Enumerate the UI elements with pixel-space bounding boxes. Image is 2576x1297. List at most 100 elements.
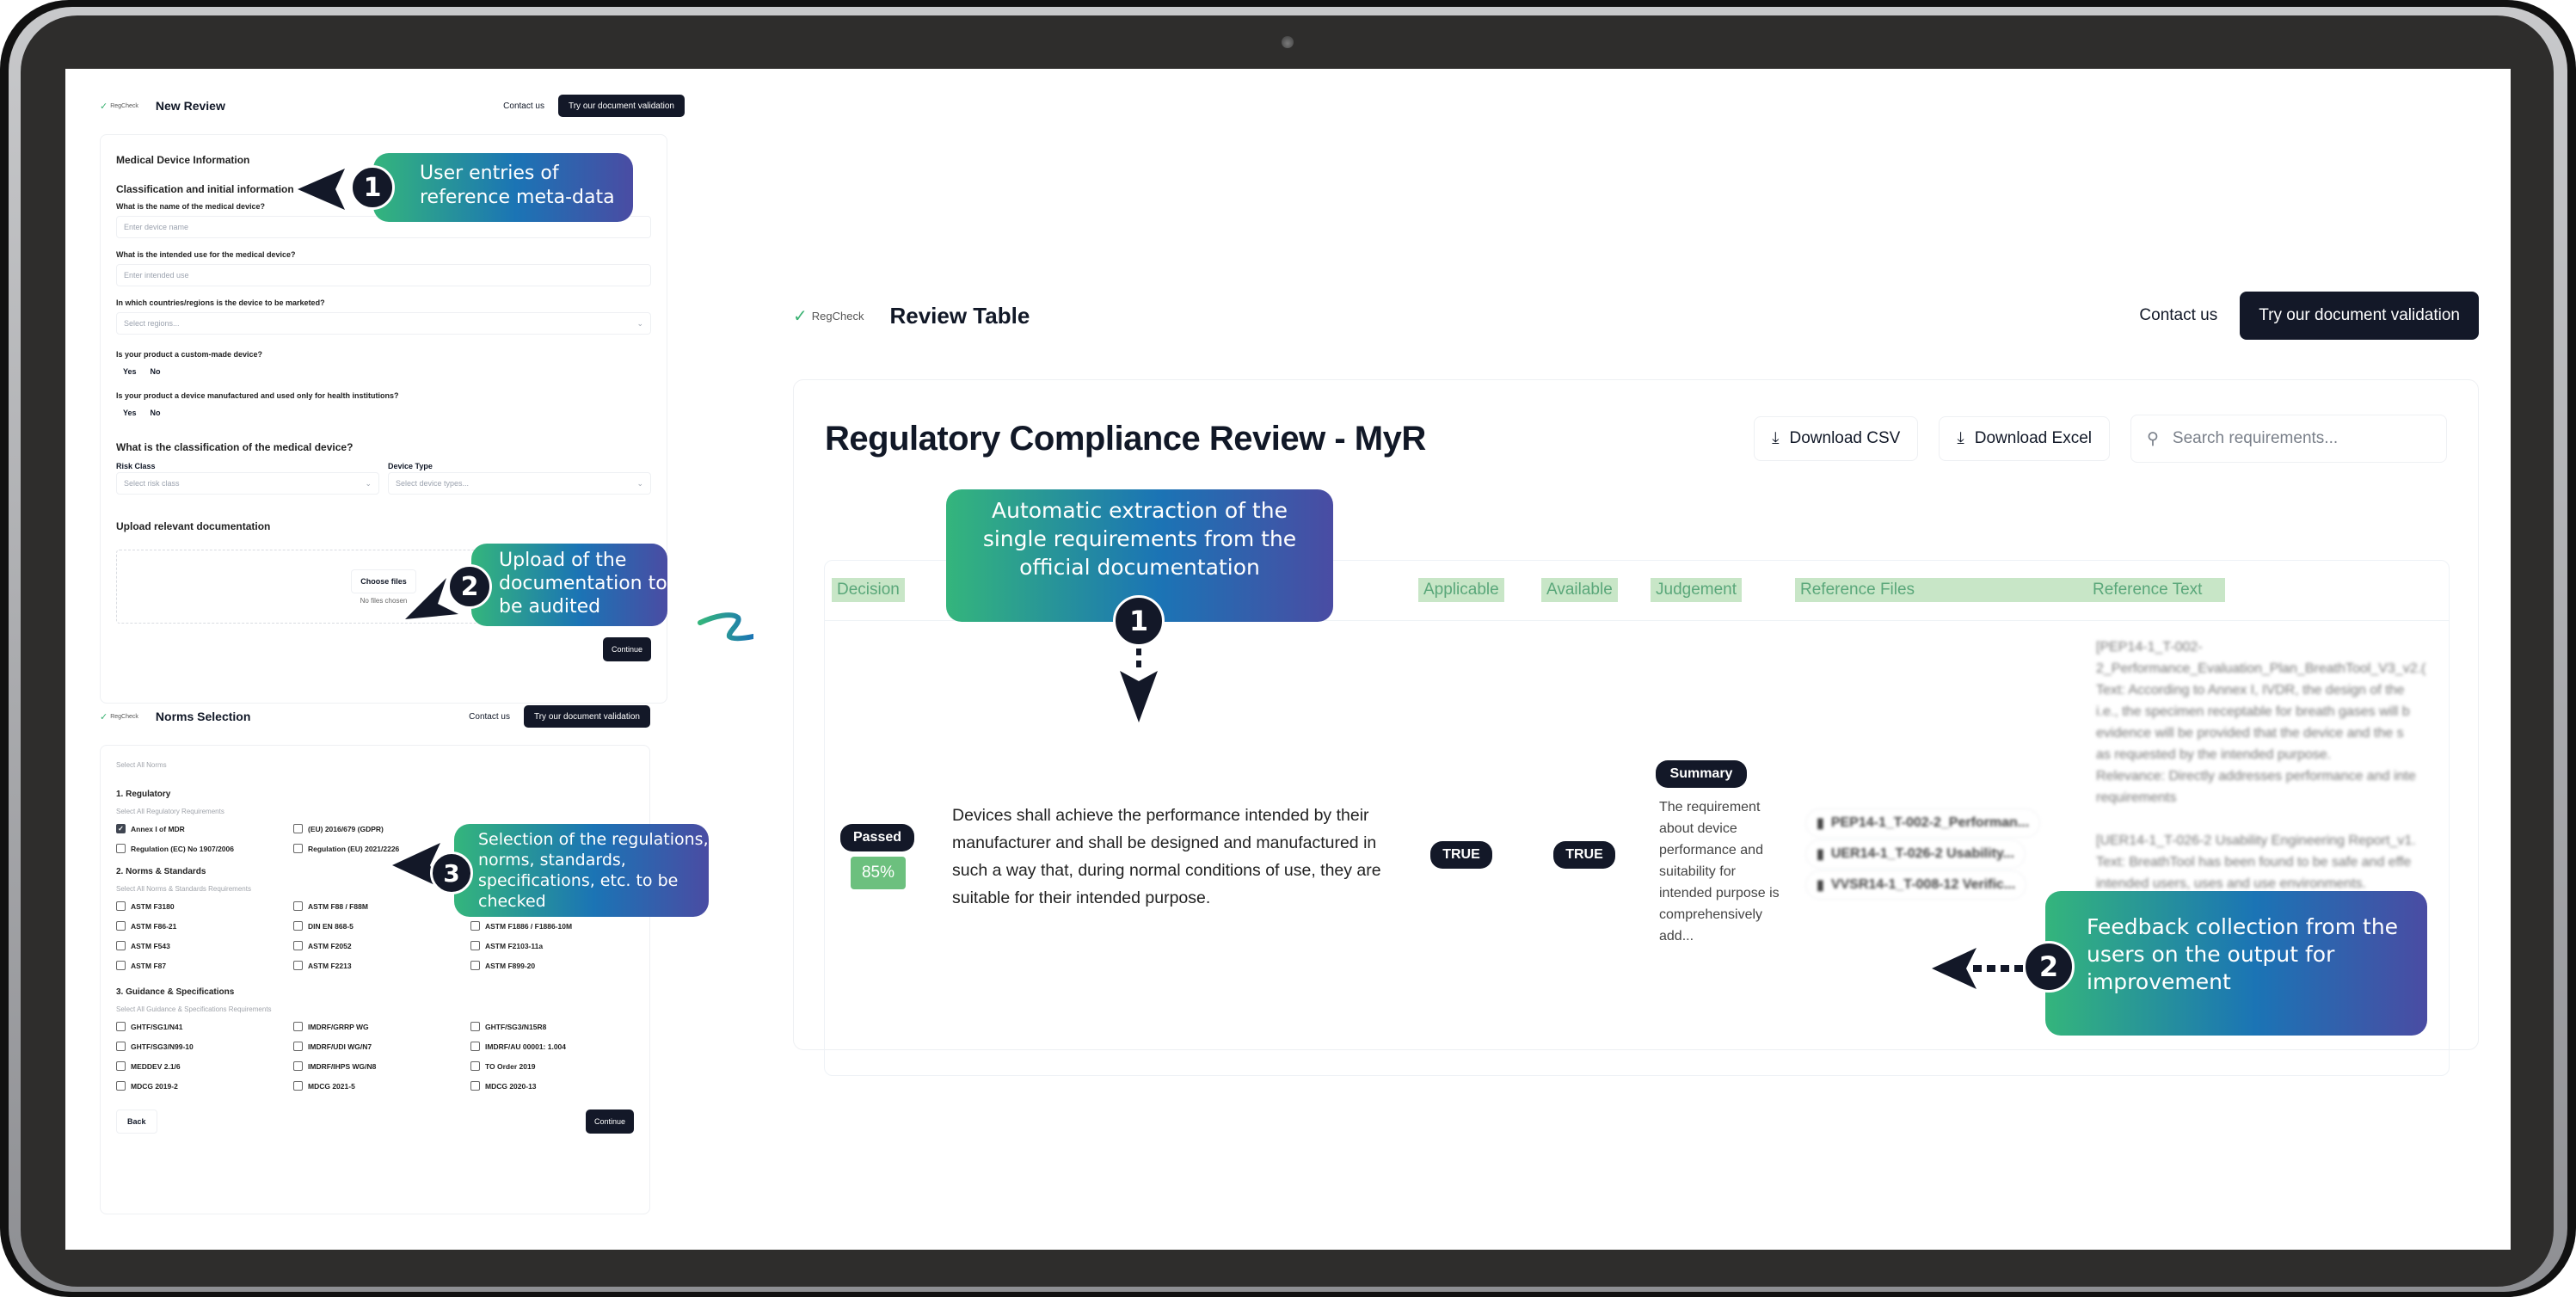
column-header-judgement[interactable]: Judgement (1651, 578, 1743, 602)
try-validation-button[interactable]: Try our document validation (557, 95, 685, 117)
brand-logo[interactable]: ✓ RegCheck (793, 305, 864, 327)
reference-file-chip[interactable]: ▮VVSR14-1_T-008-12 Verific... (1805, 870, 2027, 900)
download-excel-button[interactable]: ⤓ Download Excel (1939, 416, 2110, 461)
checkbox-unchecked-icon[interactable] (293, 1061, 303, 1071)
choose-files-button[interactable]: Choose files (351, 569, 416, 593)
checkbox-unchecked-icon[interactable] (293, 1042, 303, 1051)
column-header-reference-files[interactable]: Reference Files (1795, 578, 2087, 602)
checkbox-standards-item[interactable]: ASTM F899-20 (470, 961, 648, 970)
checkbox-regulatory-item[interactable]: ✓ Annex I of MDR (116, 824, 293, 833)
download-csv-button[interactable]: ⤓ Download CSV (1754, 416, 1919, 461)
checkbox-guidance-item[interactable]: IMDRF/IHPS WG/N8 (293, 1061, 470, 1071)
checkbox-unchecked-icon[interactable] (116, 1081, 126, 1091)
checkbox-standards-item[interactable]: ASTM F3180 (116, 901, 293, 911)
health-yes[interactable]: Yes (123, 409, 137, 417)
brand-logo[interactable]: ✓ RegCheck (100, 101, 138, 112)
summary-badge[interactable]: Summary (1656, 760, 1747, 788)
checkbox-unchecked-icon[interactable] (116, 1042, 126, 1051)
download-icon: ⤓ (1772, 429, 1780, 447)
try-validation-button[interactable]: Try our document validation (523, 705, 650, 728)
checkbox-unchecked-icon[interactable] (116, 901, 126, 911)
checkbox-regulatory-item[interactable]: Regulation (EU) 2021/2226 (293, 844, 470, 853)
contact-link[interactable]: Contact us (503, 101, 544, 111)
checkbox-standards-item[interactable]: ASTM F2103-11a (470, 941, 648, 950)
checkbox-guidance-item[interactable]: GHTF/SG3/N15R8 (470, 1022, 648, 1031)
select-all-regulatory[interactable]: Select All Regulatory Requirements (116, 808, 224, 815)
risk-class-select[interactable]: Select risk class ⌄ (116, 472, 379, 495)
brand-logo[interactable]: ✓ RegCheck (100, 711, 138, 722)
custom-made-yes[interactable]: Yes (123, 367, 137, 376)
column-header-reference-text[interactable]: Reference Text (2087, 578, 2225, 602)
risk-class-placeholder: Select risk class (124, 479, 180, 488)
checkbox-unchecked-icon[interactable] (116, 844, 126, 853)
health-no[interactable]: No (150, 409, 161, 417)
checkbox-guidance-item[interactable]: MDCG 2021-5 (293, 1081, 470, 1091)
select-all-norms[interactable]: Select All Norms (116, 761, 167, 769)
select-all-standards[interactable]: Select All Norms & Standards Requirement… (116, 885, 251, 893)
checkbox-guidance-item[interactable]: MDCG 2019-2 (116, 1081, 293, 1091)
regions-select[interactable]: Select regions... ⌄ (116, 312, 651, 335)
checkbox-standards-item[interactable]: ASTM F2213 (293, 961, 470, 970)
checkbox-unchecked-icon[interactable] (470, 921, 480, 931)
checkbox-standards-item[interactable]: ASTM F86-21 (116, 921, 293, 931)
checkbox-regulatory-item[interactable]: Regulation (EC) No 1907/2006 (116, 844, 293, 853)
custom-made-no[interactable]: No (150, 367, 161, 376)
checkbox-unchecked-icon[interactable] (470, 1061, 480, 1071)
continue-button[interactable]: Continue (585, 1110, 634, 1134)
requirement-text: Devices shall achieve the performance in… (952, 806, 1381, 907)
checkbox-unchecked-icon[interactable] (293, 844, 303, 853)
intended-use-input[interactable]: Enter intended use (116, 264, 651, 286)
checkbox-unchecked-icon[interactable] (293, 921, 303, 931)
checkbox-guidance-item[interactable]: MDCG 2020-13 (470, 1081, 648, 1091)
checkbox-standards-item[interactable]: ASTM F87 (116, 961, 293, 970)
checkbox-unchecked-icon[interactable] (116, 941, 126, 950)
checkbox-standards-item[interactable]: ASTM F2052 (293, 941, 470, 950)
checkbox-unchecked-icon[interactable] (116, 1061, 126, 1071)
select-all-guidance[interactable]: Select All Guidance & Specifications Req… (116, 1005, 272, 1013)
checkbox-unchecked-icon[interactable] (470, 941, 480, 950)
checkbox-guidance-item[interactable]: TO Order 2019 (470, 1061, 648, 1071)
device-type-select[interactable]: Select device types... ⌄ (388, 472, 651, 495)
checkbox-standards-item[interactable]: ASTM F1886 / F1886-10M (470, 921, 648, 931)
checkbox-unchecked-icon[interactable] (116, 921, 126, 931)
checkbox-standards-item[interactable]: ASTM F543 (116, 941, 293, 950)
contact-link[interactable]: Contact us (469, 711, 510, 722)
checkbox-unchecked-icon[interactable] (470, 1042, 480, 1051)
column-header-applicable[interactable]: Applicable (1418, 578, 1504, 602)
available-badge: TRUE (1553, 841, 1615, 869)
checkbox-unchecked-icon[interactable] (293, 824, 303, 833)
column-header-available[interactable]: Available (1541, 578, 1618, 602)
checkbox-unchecked-icon[interactable] (470, 961, 480, 970)
checkbox-unchecked-icon[interactable] (470, 1081, 480, 1091)
checkbox-guidance-item[interactable]: MEDDEV 2.1/6 (116, 1061, 293, 1071)
checkbox-regulatory-item[interactable]: (EU) 2016/679 (GDPR) (293, 824, 470, 833)
checkbox-label: MDCG 2020-13 (485, 1081, 537, 1091)
checkbox-unchecked-icon[interactable] (293, 901, 303, 911)
checkbox-unchecked-icon[interactable] (293, 1022, 303, 1031)
search-input[interactable]: ⚲ Search requirements... (2130, 415, 2447, 463)
checkbox-guidance-item[interactable]: IMDRF/UDI WG/N7 (293, 1042, 470, 1051)
page-title: New Review (155, 99, 225, 113)
column-header-decision[interactable]: Decision (832, 578, 905, 602)
checkbox-guidance-item[interactable]: GHTF/SG3/N99-10 (116, 1042, 293, 1051)
checkbox-label: Annex I of MDR (131, 824, 185, 833)
checkbox-unchecked-icon[interactable] (116, 1022, 126, 1031)
checkbox-unchecked-icon[interactable] (116, 961, 126, 970)
checkbox-unchecked-icon[interactable] (293, 961, 303, 970)
continue-button[interactable]: Continue (602, 637, 651, 661)
checkbox-guidance-item[interactable]: GHTF/SG1/N41 (116, 1022, 293, 1031)
checkbox-unchecked-icon[interactable] (293, 941, 303, 950)
reference-file-chip[interactable]: ▮PEP14-1_T-002-2_Performan... (1805, 808, 2041, 838)
contact-link[interactable]: Contact us (2139, 306, 2218, 324)
try-validation-button[interactable]: Try our document validation (2240, 292, 2479, 340)
checkbox-unchecked-icon[interactable] (293, 1081, 303, 1091)
checkbox-guidance-item[interactable]: IMDRF/AU 00001: 1.004 (470, 1042, 648, 1051)
checkbox-checked-icon[interactable]: ✓ (116, 824, 126, 833)
checkbox-standards-item[interactable]: DIN EN 868-5 (293, 921, 470, 931)
reference-file-chip[interactable]: ▮UER14-1_T-026-2 Usability... (1805, 839, 2026, 869)
checkbox-guidance-item[interactable]: IMDRF/GRRP WG (293, 1022, 470, 1031)
back-button[interactable]: Back (116, 1110, 157, 1134)
arrow-left-icon (405, 578, 458, 619)
checkbox-standards-item[interactable]: ASTM F88 / F88M (293, 901, 470, 911)
checkbox-unchecked-icon[interactable] (470, 1022, 480, 1031)
